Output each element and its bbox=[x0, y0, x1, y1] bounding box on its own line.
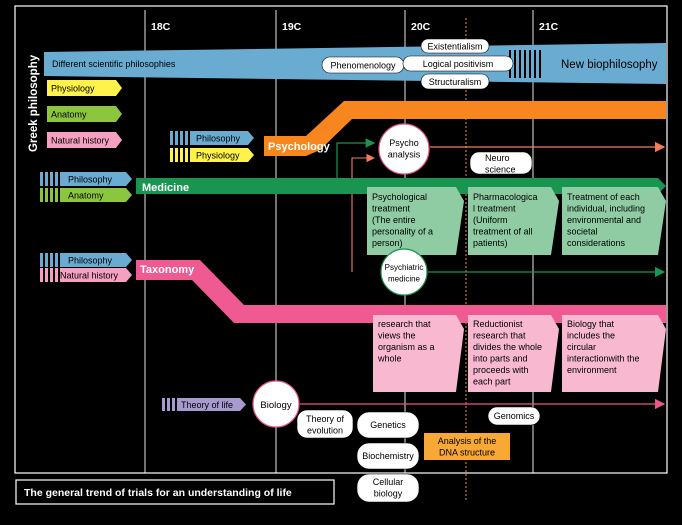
svg-text:Logical positivism: Logical positivism bbox=[423, 59, 494, 69]
svg-text:Philosophy: Philosophy bbox=[196, 134, 241, 144]
svg-text:Biochemistry: Biochemistry bbox=[362, 451, 414, 461]
svg-text:Philosophy: Philosophy bbox=[68, 175, 113, 185]
century-label-20c: 20C bbox=[411, 21, 431, 33]
med-input-anatomy: Anatomy bbox=[40, 188, 132, 202]
caption-text: The general trend of trials for an under… bbox=[24, 487, 292, 499]
svg-text:Philosophy: Philosophy bbox=[68, 256, 113, 266]
svg-text:Genomics: Genomics bbox=[494, 411, 535, 421]
svg-text:Theory of life: Theory of life bbox=[181, 400, 233, 410]
taxonomy-label: Taxonomy bbox=[140, 264, 195, 276]
philosophy-band-label: Different scientific philosophies bbox=[52, 59, 176, 69]
biology-circle: Biology bbox=[252, 380, 300, 428]
psy-input-philosophy: Philosophy bbox=[170, 131, 254, 145]
medicine-label: Medicine bbox=[142, 182, 189, 194]
connector-medicine-psychoanalysis bbox=[336, 138, 376, 180]
bubble-genomics: Genomics bbox=[487, 406, 541, 426]
bubble-existentialism: Existentialism bbox=[420, 38, 490, 54]
greek-philosophy-label: Greek philosophy bbox=[28, 54, 40, 152]
psychology-label: Psychology bbox=[268, 141, 331, 153]
svg-text:Structuralism: Structuralism bbox=[429, 77, 482, 87]
bubble-logical-positivism: Logical positivism bbox=[402, 55, 514, 72]
med-input-philosophy: Philosophy bbox=[40, 172, 132, 186]
tag-natural-history: Natural history bbox=[47, 132, 122, 148]
svg-text:Biology: Biology bbox=[260, 400, 291, 411]
connector-psychoanalysis-psychiatric bbox=[351, 153, 376, 272]
bubble-biochemistry: Biochemistry bbox=[356, 442, 420, 470]
caption-box: The general trend of trials for an under… bbox=[15, 479, 335, 505]
century-label-18c: 18C bbox=[151, 21, 171, 33]
bubble-genetics: Genetics bbox=[356, 411, 420, 439]
psychology-band bbox=[264, 101, 666, 156]
svg-text:Phenomenology: Phenomenology bbox=[330, 61, 396, 71]
century-label-21c: 21C bbox=[539, 21, 559, 33]
tag-anatomy: Anatomy bbox=[47, 106, 122, 122]
bubble-phenomenology: Phenomenology bbox=[321, 56, 405, 74]
svg-text:Anatomy: Anatomy bbox=[51, 110, 87, 120]
century-label-19c: 19C bbox=[282, 21, 302, 33]
bio-input-theory-of-life: Theory of life bbox=[162, 398, 246, 411]
bubble-structuralism: Structuralism bbox=[420, 73, 490, 90]
tax-input-natural-history: Natural history bbox=[40, 268, 132, 282]
svg-text:Natural history: Natural history bbox=[60, 271, 119, 281]
tag-physiology: Physiology bbox=[47, 80, 122, 96]
svg-text:Physiology: Physiology bbox=[51, 84, 95, 94]
taxonomy-band bbox=[136, 260, 666, 323]
new-biophilosophy-label: New biophilosophy bbox=[561, 59, 658, 71]
svg-text:Existentialism: Existentialism bbox=[427, 42, 482, 52]
outer-frame bbox=[14, 5, 668, 474]
svg-text:Genetics: Genetics bbox=[370, 420, 406, 430]
svg-text:Physiology: Physiology bbox=[196, 151, 240, 161]
psy-input-physiology: Physiology bbox=[170, 148, 254, 162]
svg-text:Anatomy: Anatomy bbox=[68, 191, 104, 201]
svg-text:Natural history: Natural history bbox=[51, 136, 110, 146]
tax-input-philosophy: Philosophy bbox=[40, 253, 132, 267]
